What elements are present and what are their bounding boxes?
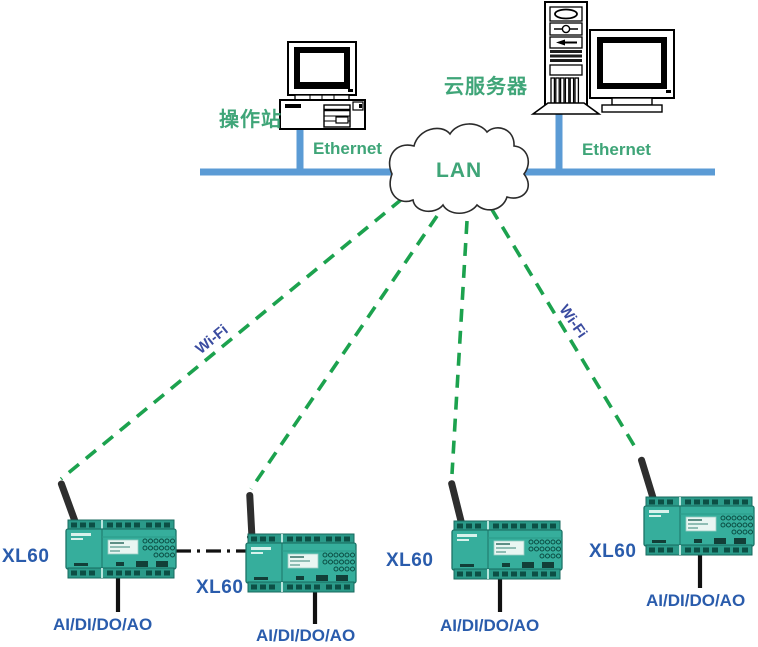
wifi-link-2 [249, 214, 439, 491]
xl60-device-2 [244, 491, 357, 593]
cloud-server-label: 云服务器 [444, 76, 528, 98]
ethernet-label-left: Ethernet [313, 139, 382, 158]
xl60-device-3 [446, 479, 563, 580]
device-1-model-label: XL60 [2, 546, 50, 567]
operator-station-label: 操作站 [219, 109, 282, 131]
xl60-device-1 [55, 479, 177, 579]
operator-pc-icon [279, 41, 366, 130]
device-4-model-label: XL60 [589, 541, 637, 562]
device-3-model-label: XL60 [386, 550, 434, 571]
wifi-link-4 [489, 207, 640, 453]
device-1-io-label: AI/DI/DO/AO [53, 615, 153, 634]
device-2-io-label: AI/DI/DO/AO [256, 626, 356, 645]
lan-cloud-shape [388, 123, 530, 215]
wifi-link-3 [450, 220, 469, 475]
xl60-device-4 [635, 455, 755, 556]
ethernet-label-right: Ethernet [582, 140, 651, 159]
wifi-link-1 [59, 197, 404, 481]
device-2-model-label: XL60 [196, 577, 244, 598]
device-4-io-label: AI/DI/DO/AO [646, 591, 746, 610]
device-3-io-label: AI/DI/DO/AO [440, 616, 540, 635]
cloud-server-icon [530, 1, 675, 115]
lan-label: LAN [436, 159, 483, 182]
